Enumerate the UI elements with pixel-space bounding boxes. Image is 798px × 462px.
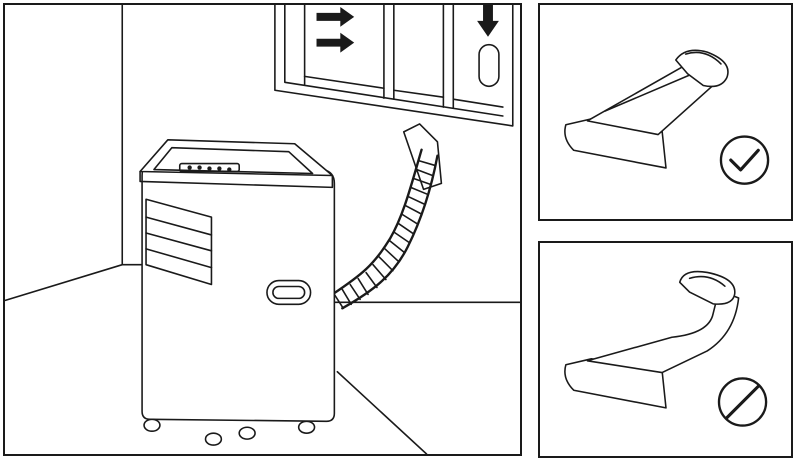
arrow-icon xyxy=(316,32,355,53)
check-circle-icon xyxy=(719,135,770,185)
exhaust-hose xyxy=(331,123,443,310)
room-outline xyxy=(5,5,520,454)
installation-scene-drawing xyxy=(5,5,520,454)
prohibited-circle-icon xyxy=(717,377,768,427)
correct-hose-drawing xyxy=(564,49,770,185)
window-frame xyxy=(274,5,514,127)
main-installation-panel xyxy=(3,3,522,456)
bent-hose-adapter xyxy=(564,270,740,409)
arrow-icon xyxy=(477,5,499,37)
unit-wheels xyxy=(143,418,316,446)
air-conditioner-unit xyxy=(139,139,336,446)
incorrect-hose-panel xyxy=(538,241,793,458)
control-panel-buttons xyxy=(187,165,232,172)
incorrect-hose-drawing xyxy=(564,270,768,427)
airflow-arrows xyxy=(316,5,499,53)
straight-hose-adapter xyxy=(564,49,729,169)
arrow-icon xyxy=(316,6,355,27)
correct-hose-panel xyxy=(538,3,793,221)
